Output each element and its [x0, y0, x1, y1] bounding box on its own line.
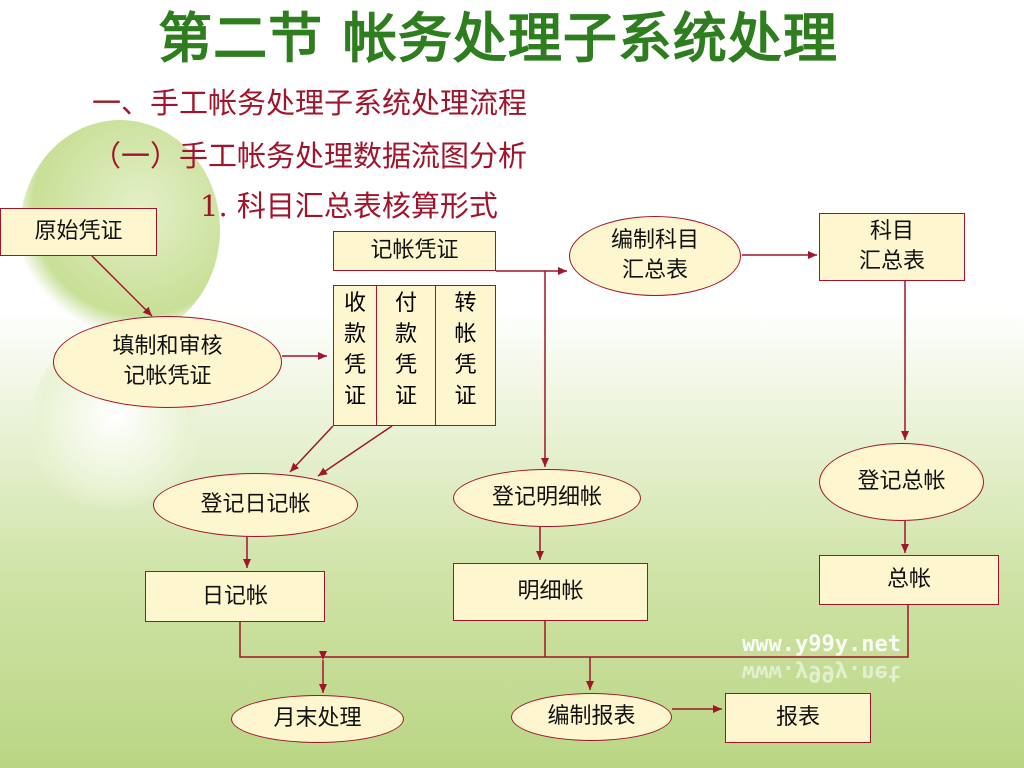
slide-title: 第二节 帐务处理子系统处理 [158, 6, 838, 70]
node-fill-review-voucher: 填制和审核 记帐凭证 [53, 316, 282, 408]
subsection-item-heading: 1. 科目汇总表核算形式 [200, 189, 498, 223]
node-journal: 日记帐 [145, 571, 325, 622]
node-report: 报表 [725, 693, 871, 743]
node-original-voucher: 原始凭证 [0, 208, 157, 256]
node-general-ledger: 总帐 [819, 555, 999, 605]
node-receipt-voucher: 收 款 凭 证 [333, 285, 377, 426]
node-detail-ledger: 明细帐 [453, 563, 648, 621]
subsection-heading: （一）手工帐务处理数据流图分析 [92, 139, 528, 173]
watermark-text: www.y99y.net [742, 632, 901, 657]
node-post-journal: 登记日记帐 [153, 473, 358, 537]
node-compile-summary: 编制科目 汇总表 [569, 216, 741, 296]
node-compile-report: 编制报表 [511, 693, 672, 741]
node-voucher-header: 记帐凭证 [333, 231, 496, 271]
node-post-detail: 登记明细帐 [453, 469, 641, 527]
section-heading: 一、手工帐务处理子系统处理流程 [92, 86, 528, 120]
connector-ledgers-bottom [239, 605, 909, 658]
node-post-general: 登记总帐 [819, 443, 984, 521]
node-summary-table: 科目 汇总表 [819, 213, 965, 281]
arrow-payment-to-journal [317, 425, 393, 477]
arrow-original-to-fill [91, 255, 153, 317]
node-transfer-voucher: 转 帐 凭 证 [435, 285, 496, 426]
node-payment-voucher: 付 款 凭 证 [376, 285, 436, 426]
arrow-receipt-to-journal [289, 425, 334, 473]
node-month-end: 月末处理 [231, 695, 404, 743]
